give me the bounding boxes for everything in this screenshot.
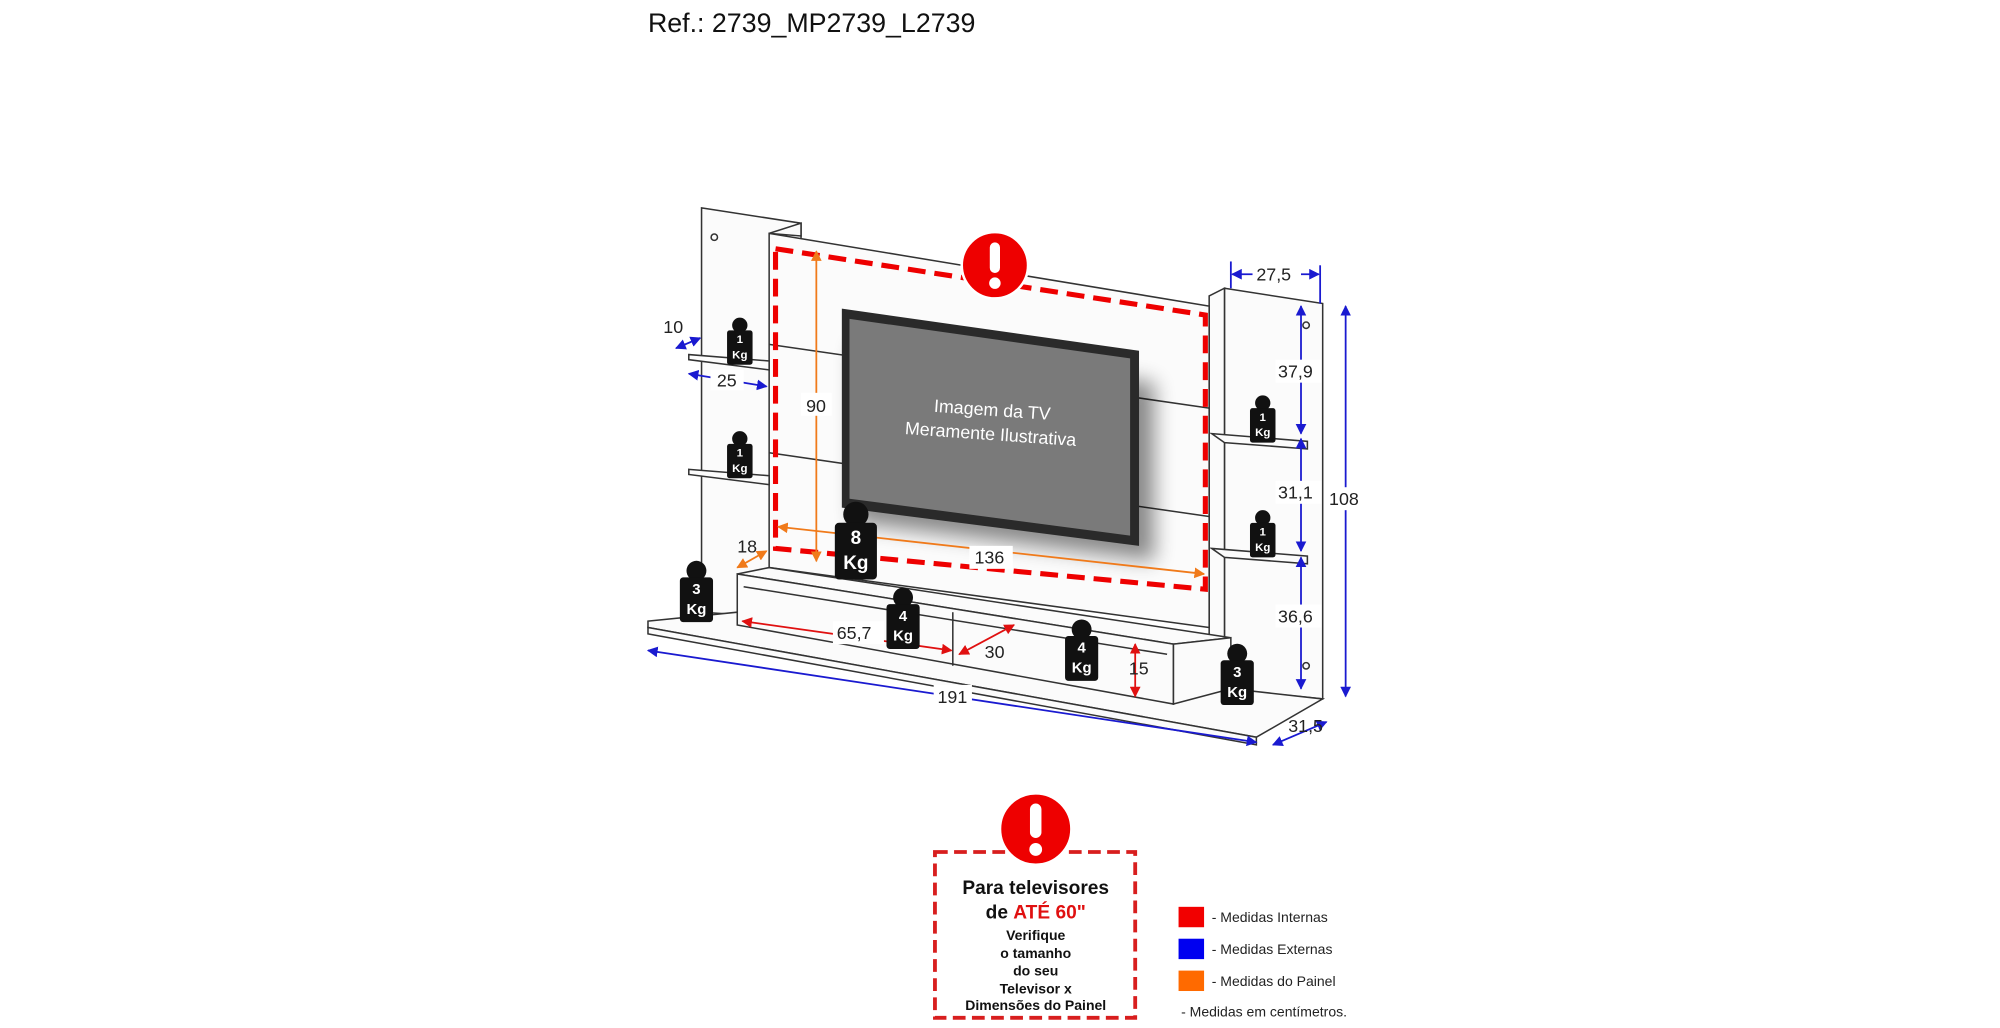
warning-line7: Dimensões do Painel xyxy=(965,997,1106,1013)
svg-text:3: 3 xyxy=(692,581,700,598)
weight-icon-right-shelf-top: 1Kg xyxy=(1249,395,1276,443)
svg-text:Kg: Kg xyxy=(1255,427,1270,439)
svg-text:1: 1 xyxy=(737,334,744,346)
dim-panel-height: 90 xyxy=(806,396,826,416)
warning-line3: Verifique xyxy=(1006,927,1065,943)
svg-text:Kg: Kg xyxy=(843,553,868,574)
svg-text:Kg: Kg xyxy=(687,601,707,618)
svg-text:8: 8 xyxy=(851,528,862,549)
svg-text:Kg: Kg xyxy=(1072,660,1092,677)
warning-icon xyxy=(998,792,1073,867)
svg-text:1: 1 xyxy=(1260,527,1267,539)
legend-label-panel: - Medidas do Painel xyxy=(1212,973,1336,989)
weight-icon-left-shelf-bottom: 1Kg xyxy=(727,431,753,479)
warning-line1: Para televisores xyxy=(962,878,1109,899)
legend-note: - Medidas em centímetros. xyxy=(1181,1004,1347,1020)
tv-area-dashed-outline xyxy=(772,245,1208,593)
weight-icon-console-left: 4Kg xyxy=(886,587,920,649)
dim-niche-depth: 30 xyxy=(985,642,1005,662)
svg-text:4: 4 xyxy=(899,608,908,625)
weight-icon-left-base: 3Kg xyxy=(679,560,714,623)
svg-text:4: 4 xyxy=(1077,640,1086,657)
svg-text:Kg: Kg xyxy=(732,463,747,475)
warning-line4: o tamanho xyxy=(1000,945,1071,961)
svg-text:Kg: Kg xyxy=(1255,542,1270,554)
dim-niche-width: 65,7 xyxy=(837,623,872,643)
svg-text:Kg: Kg xyxy=(1227,684,1247,701)
warning-icon xyxy=(960,230,1030,300)
dim-panel-depth: 18 xyxy=(737,536,757,556)
dim-panel-width: 136 xyxy=(974,548,1004,568)
legend-label-external: - Medidas Externas xyxy=(1212,941,1333,957)
dim-left-shelf-width: 25 xyxy=(717,370,737,390)
warning-line2: de ATÉ 60" xyxy=(986,901,1086,923)
dim-total-width: 191 xyxy=(938,687,968,707)
dim-shelf-gap-bottom: 36,6 xyxy=(1278,606,1313,626)
dim-left-shelf-depth: 10 xyxy=(663,317,683,337)
svg-text:3: 3 xyxy=(1233,664,1241,681)
svg-text:1: 1 xyxy=(1260,412,1267,424)
dim-shelf-gap-top: 37,9 xyxy=(1278,362,1313,382)
weight-icon-tv-panel: 8Kg xyxy=(834,501,877,580)
weight-icon-right-base: 3Kg xyxy=(1220,643,1254,706)
weight-icon-console-right: 4Kg xyxy=(1065,619,1099,681)
legend: - Medidas Internas - Medidas Externas - … xyxy=(1178,906,1347,1020)
legend-swatch-internal xyxy=(1178,906,1205,928)
warning-line5: do seu xyxy=(1013,963,1058,979)
svg-text:Kg: Kg xyxy=(893,628,913,645)
reference-title: Ref.: 2739_MP2739_L2739 xyxy=(648,8,975,38)
weight-icon-left-shelf-top: 1Kg xyxy=(727,317,753,365)
legend-swatch-external xyxy=(1178,938,1205,960)
dim-niche-height: 15 xyxy=(1129,659,1149,679)
warning-line6: Televisor x xyxy=(1000,981,1072,997)
legend-label-internal: - Medidas Internas xyxy=(1212,909,1328,925)
dimension-labels: 10 25 90 136 18 65,7 30 15 191 31,5 27,5… xyxy=(663,264,1368,736)
tv-size-warning-box: Para televisores de ATÉ 60" Verifique o … xyxy=(933,792,1138,1020)
dim-total-depth: 31,5 xyxy=(1288,716,1323,736)
dim-total-height: 108 xyxy=(1329,489,1359,509)
dim-shelf-gap-middle: 31,1 xyxy=(1278,483,1313,503)
legend-swatch-panel xyxy=(1178,970,1205,992)
dim-tower-width: 27,5 xyxy=(1256,265,1291,285)
weight-icon-right-shelf-bottom: 1Kg xyxy=(1249,510,1276,558)
tv-illustration: Imagem da TV Meramente Ilustrativa xyxy=(841,308,1155,562)
svg-text:Kg: Kg xyxy=(732,349,747,361)
svg-text:1: 1 xyxy=(737,448,744,460)
